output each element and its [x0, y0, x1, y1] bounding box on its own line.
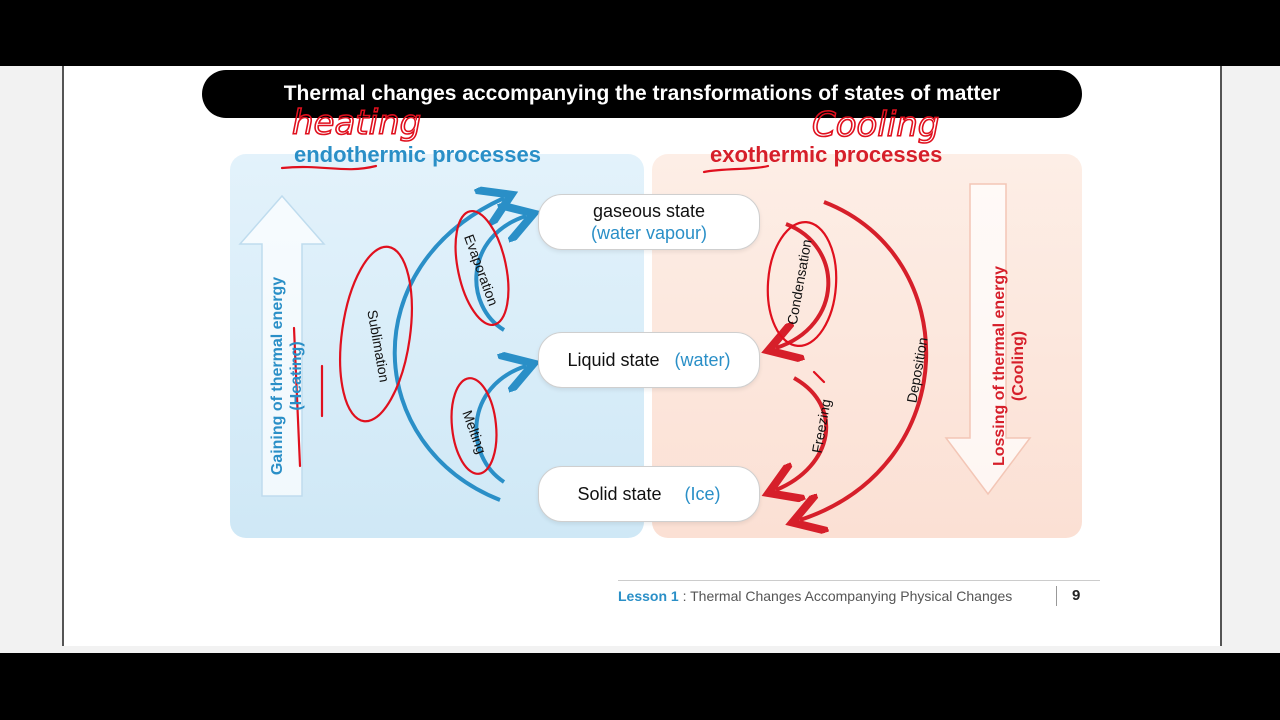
melting-arrow — [474, 366, 526, 484]
footer-separator — [1056, 586, 1057, 606]
solid-state-box: Solid state (Ice) — [538, 466, 760, 522]
cooling-down-arrow — [944, 183, 1032, 496]
gaseous-state-label: gaseous state — [592, 201, 706, 221]
liquid-state-box: Liquid state (water) — [538, 332, 760, 388]
handwritten-heating: heating — [292, 103, 421, 143]
endothermic-heading: endothermic processes — [294, 142, 541, 167]
page-title: Thermal changes accompanying the transfo… — [202, 70, 1082, 118]
lesson-topic: Thermal Changes Accompanying Physical Ch… — [690, 588, 1013, 604]
gaseous-state-box: gaseous state (water vapour) — [538, 194, 760, 250]
lesson-number: Lesson 1 — [618, 588, 679, 604]
gaseous-state-sub: (water vapour) — [590, 223, 708, 243]
evaporation-arrow — [474, 216, 526, 332]
textbook-page: Thermal changes accompanying the transfo… — [62, 66, 1222, 646]
footer-rule — [618, 580, 1100, 581]
handwritten-cooling: Cooling — [812, 105, 939, 145]
heating-up-arrow — [238, 194, 326, 497]
exothermic-heading: exothermic processes — [710, 142, 943, 167]
page-background: Thermal changes accompanying the transfo… — [0, 66, 1280, 653]
page-number: 9 — [1072, 587, 1081, 604]
diagram-arrows: heating Cooling — [238, 102, 1032, 646]
deposition-arrow — [800, 200, 928, 520]
solid-state-sub: (Ice) — [684, 484, 721, 504]
gaining-thermal-energy-label: Gaining of thermal energy (Heating) — [269, 276, 305, 476]
liquid-state-label: Liquid state — [567, 350, 660, 370]
losing-thermal-energy-label: Lossing of thermal energy (Cooling) — [991, 265, 1027, 467]
footer-lesson: Lesson 1 : Thermal Changes Accompanying … — [618, 588, 1013, 604]
condensation-arrow — [776, 222, 831, 348]
solid-state-label: Solid state — [577, 484, 662, 504]
freezing-arrow — [776, 376, 829, 490]
sublimation-arrow — [392, 198, 504, 502]
liquid-state-sub: (water) — [674, 350, 731, 370]
